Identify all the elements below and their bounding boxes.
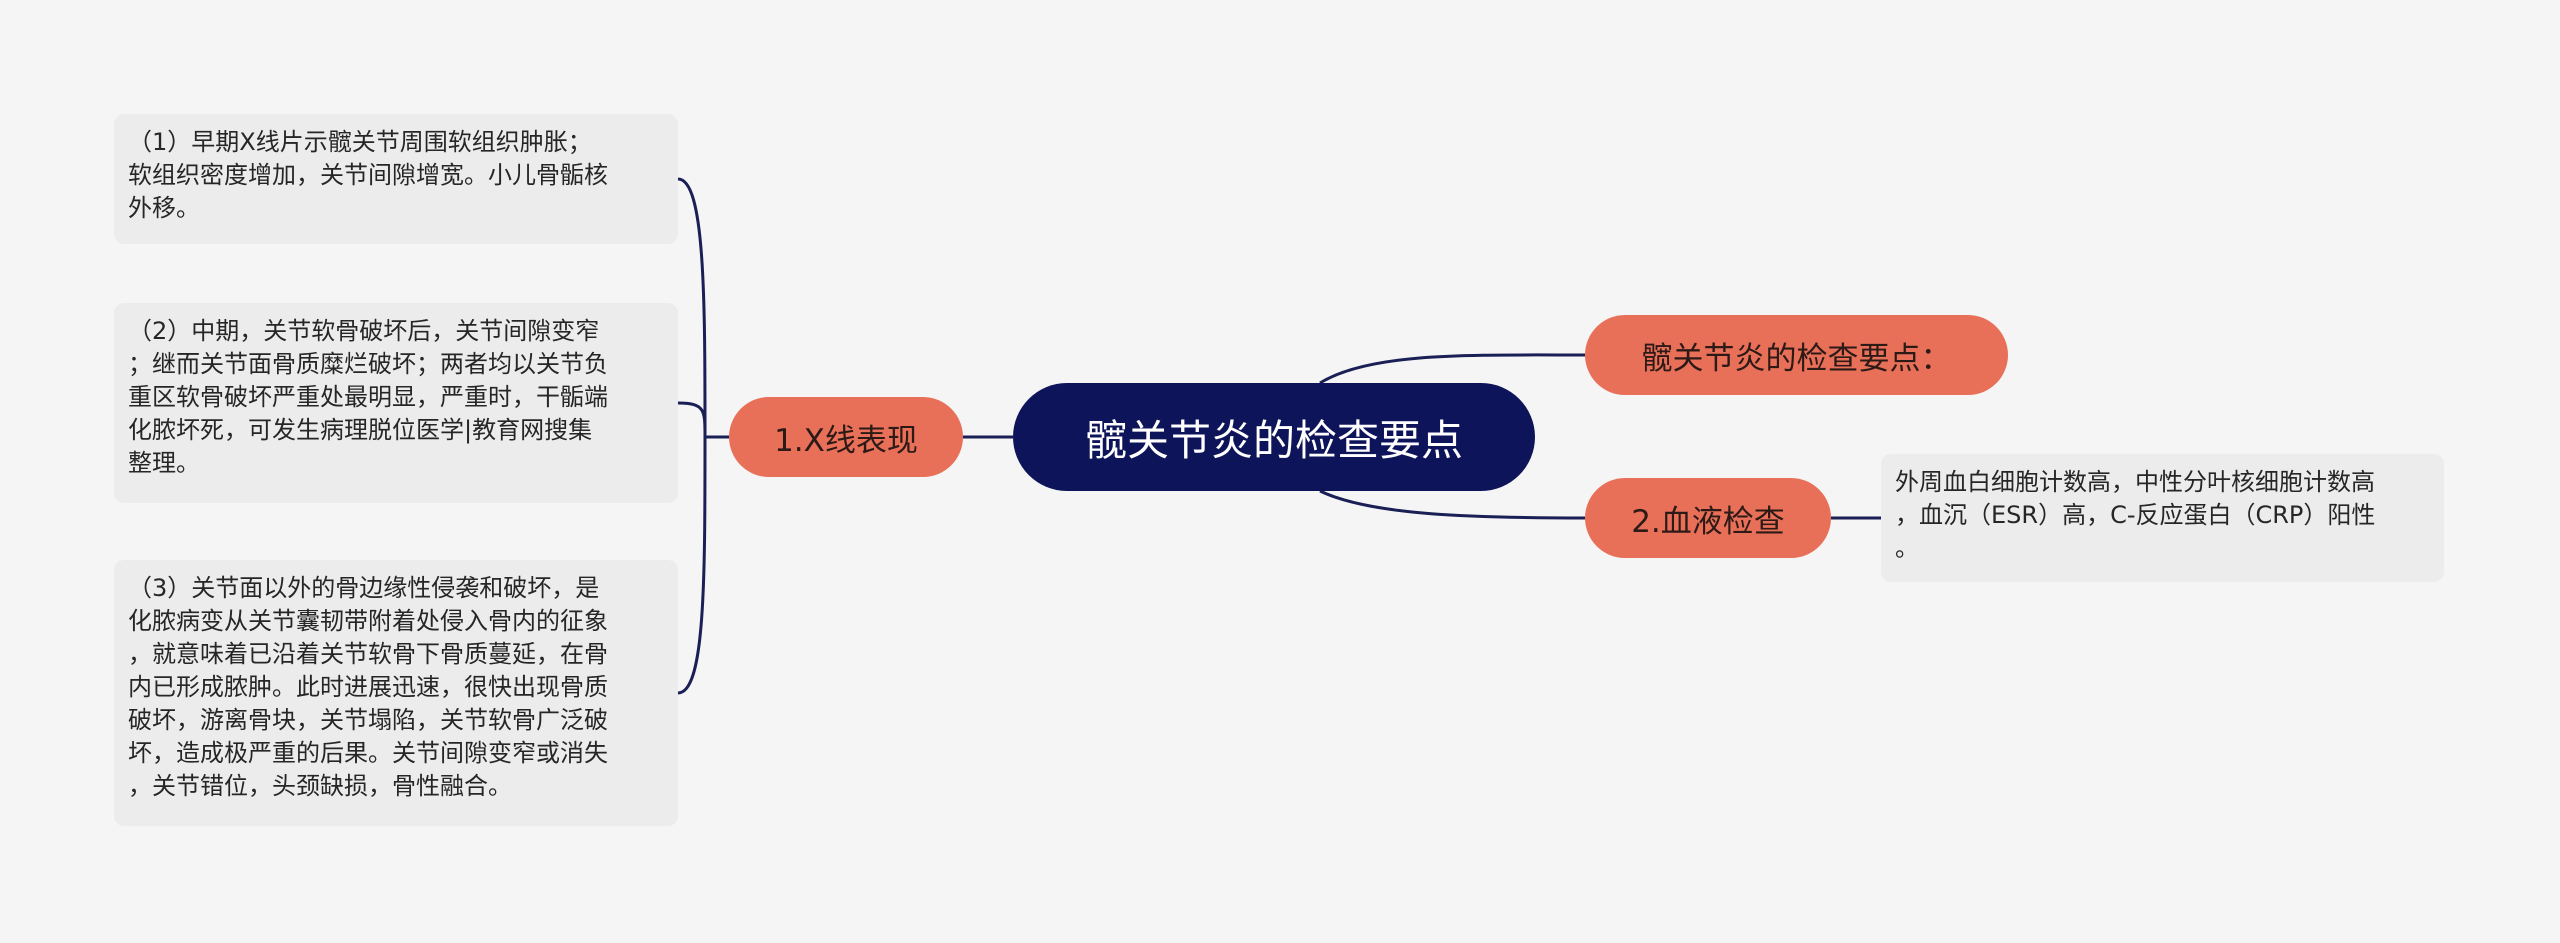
connector-root-to-title	[1319, 353, 1586, 385]
leaf-xray-early[interactable]: （1）早期X线片示髋关节周围软组织肿胀； 软组织密度增加，关节间隙增宽。小儿骨骺…	[114, 114, 678, 244]
connector-xray-to-late	[677, 436, 707, 695]
connector-root-to-blood	[1319, 489, 1586, 520]
connector-xray-to-mid	[677, 401, 707, 438]
branch-blood[interactable]: 2.血液检查	[1585, 478, 1831, 558]
leaf-blood-result[interactable]: 外周血白细胞计数高，中性分叶核细胞计数高 ，血沉（ESR）高，C-反应蛋白（CR…	[1881, 454, 2444, 582]
leaf-xray-mid[interactable]: （2）中期，关节软骨破坏后，关节间隙变窄 ；继而关节面骨质糜烂破坏；两者均以关节…	[114, 303, 678, 503]
connector-xray-to-early	[677, 177, 707, 438]
root-node[interactable]: 髋关节炎的检查要点	[1013, 383, 1535, 491]
branch-xray[interactable]: 1.X线表现	[729, 397, 963, 477]
leaf-xray-late[interactable]: （3）关节面以外的骨边缘性侵袭和破坏，是 化脓病变从关节囊韧带附着处侵入骨内的征…	[114, 560, 678, 826]
branch-title[interactable]: 髋关节炎的检查要点：	[1585, 315, 2008, 395]
